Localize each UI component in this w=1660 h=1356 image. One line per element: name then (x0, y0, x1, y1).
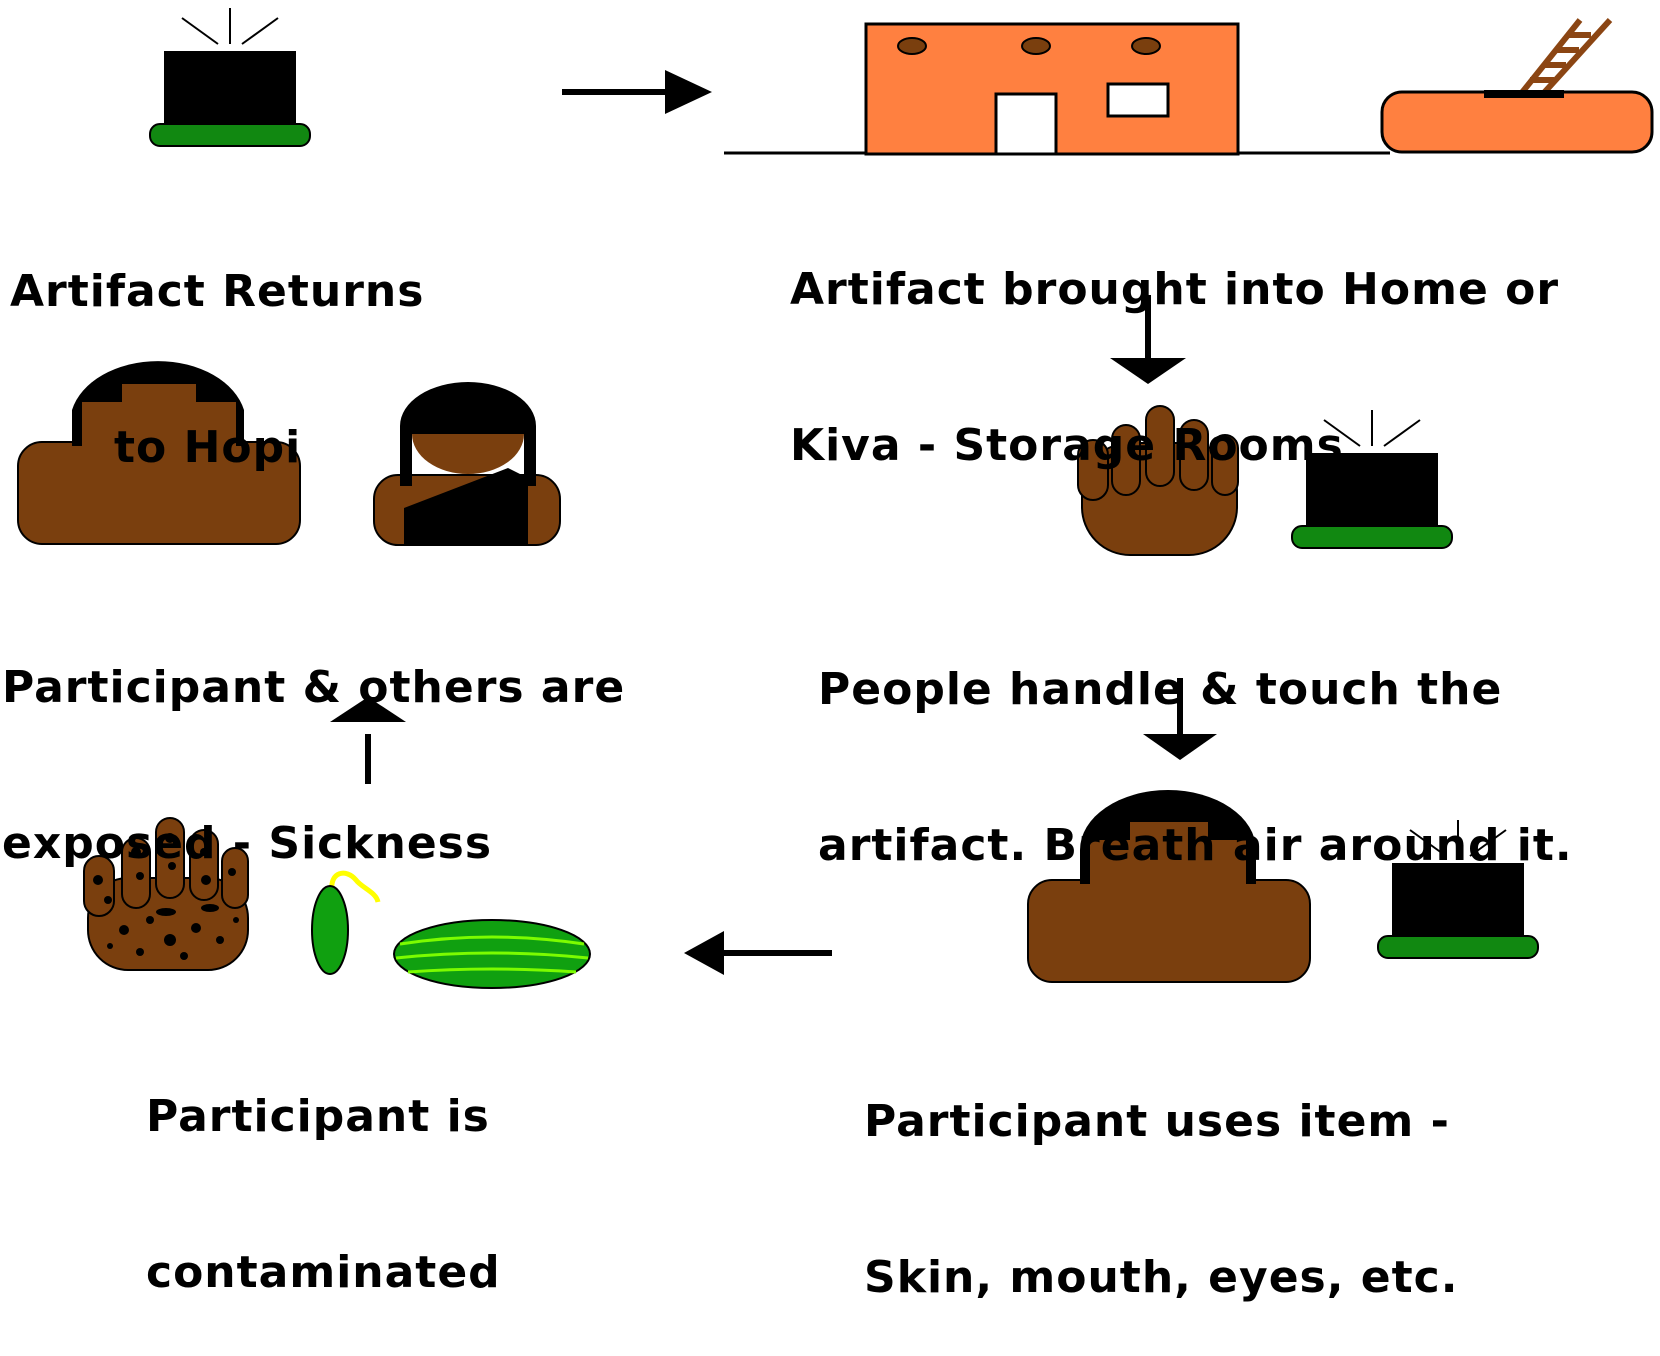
caption-line: Participant & others are (2, 662, 626, 713)
arrow-down-icon (1143, 678, 1217, 760)
pueblo-house-icon (864, 22, 1240, 156)
arrow-up-icon (330, 697, 406, 784)
caption-artifact-brought: Artifact brought into Home or Kiva - Sto… (790, 160, 1559, 524)
hand-icon (1077, 405, 1239, 556)
caption-participant-uses: Participant uses item - Skin, mouth, eye… (864, 992, 1458, 1356)
caption-line: Kiva - Storage Rooms (790, 420, 1344, 471)
arrow-left-icon (684, 931, 832, 975)
caption-artifact-returns: Artifact Returns to Hopi (10, 162, 424, 526)
woman-icon (373, 382, 561, 546)
contaminated-hand-icon (83, 817, 249, 971)
kiva-icon (1380, 17, 1654, 154)
caption-line: Skin, mouth, eyes, etc. (864, 1252, 1459, 1303)
caption-line: Artifact Returns (10, 266, 425, 317)
caption-participant-exposed: Participant & others are exposed - Sickn… (2, 558, 625, 922)
caption-line: Artifact brought into Home or (790, 264, 1560, 315)
caption-people-handle: People handle & touch the artifact. Brea… (818, 560, 1573, 924)
person-icon (1027, 790, 1311, 983)
diagram-canvas (17, 7, 1654, 989)
arrow-down-icon (1110, 295, 1186, 384)
squash-icon (311, 870, 381, 975)
arrow-right-icon (562, 70, 712, 114)
caption-line: Participant is (146, 1091, 490, 1142)
caption-line: Participant uses item - (864, 1096, 1450, 1147)
caption-line: exposed - Sickness (2, 818, 493, 869)
artifact-icon (149, 7, 311, 147)
melon-icon (393, 919, 591, 989)
ladder-icon (1517, 17, 1613, 98)
caption-line: artifact. Breath air around it. (818, 820, 1573, 871)
caption-line: People handle & touch the (818, 664, 1503, 715)
caption-participant-contaminated: Participant is contaminated (146, 987, 501, 1351)
caption-line: to Hopi (114, 422, 302, 473)
caption-line: contaminated (146, 1247, 501, 1298)
person-icon (17, 361, 301, 545)
